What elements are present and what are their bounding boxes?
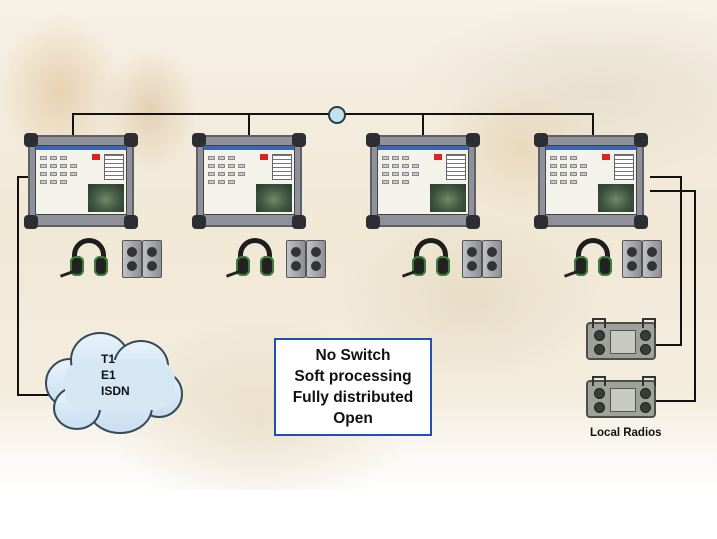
radio-link-1-vert [680, 176, 682, 346]
speaker-icon [306, 240, 326, 278]
radio-link-1-top [650, 176, 682, 178]
speaker-icon [622, 240, 642, 278]
cloud-icon [45, 328, 185, 436]
radio-icon [586, 318, 656, 360]
radio-icon [586, 376, 656, 418]
cloud-link-vertical [17, 176, 19, 396]
headset-icon [225, 238, 276, 280]
tablet-terminal-2 [190, 133, 308, 229]
tablet-terminal-1 [22, 133, 140, 229]
features-callout: No Switch Soft processing Fully distribu… [274, 338, 432, 436]
callout-line-4: Open [333, 410, 373, 427]
speaker-icon [482, 240, 502, 278]
drop-line-2 [248, 113, 250, 137]
callout-line-1: No Switch [315, 347, 391, 364]
speaker-icon [642, 240, 662, 278]
tablet-screen [545, 145, 637, 215]
radio-link-2-vert [694, 190, 696, 402]
speaker-icon [462, 240, 482, 278]
radio-link-2-top [650, 190, 696, 192]
tablet-screen [377, 145, 469, 215]
drop-line-1 [72, 113, 74, 137]
tablet-screen [203, 145, 295, 215]
drop-line-4 [592, 113, 594, 137]
callout-line-2: Soft processing [294, 368, 412, 385]
network-hub-icon [328, 106, 346, 124]
cloud-line-isdn: ISDN [101, 384, 130, 398]
headset-icon [59, 238, 110, 280]
radio-link-1-bottom [656, 344, 682, 346]
headset-icon [401, 238, 452, 280]
headset-icon [563, 238, 614, 280]
cloud-link-top [17, 176, 29, 178]
cloud-link-bottom [17, 394, 51, 396]
tablet-screen [35, 145, 127, 215]
cloud-label: T1 E1 ISDN [101, 351, 130, 399]
tablet-terminal-3 [364, 133, 482, 229]
cloud-line-e1: E1 [101, 368, 116, 382]
speaker-icon [142, 240, 162, 278]
radio-link-2-bottom [656, 400, 696, 402]
local-radios-label: Local Radios [590, 427, 662, 439]
tablet-terminal-4 [532, 133, 650, 229]
callout-line-3: Fully distributed [292, 389, 414, 406]
drop-line-3 [422, 113, 424, 137]
cloud-line-t1: T1 [101, 352, 116, 366]
speaker-icon [286, 240, 306, 278]
speaker-icon [122, 240, 142, 278]
